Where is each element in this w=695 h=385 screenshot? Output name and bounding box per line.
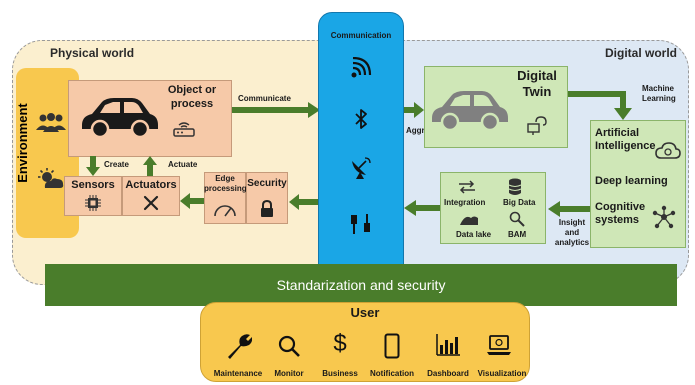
insight-arrow bbox=[548, 201, 590, 217]
sensors-label: Sensors bbox=[71, 179, 115, 191]
communicate-arrow bbox=[232, 102, 320, 118]
standardization-bar: Standarization and security bbox=[45, 264, 677, 306]
car-icon bbox=[82, 98, 158, 139]
cloud-sync-icon bbox=[527, 116, 547, 135]
wrench-icon bbox=[228, 334, 252, 359]
data-processing-box bbox=[440, 172, 546, 244]
gauge-icon bbox=[214, 205, 236, 217]
user-item-visualization: Visualization bbox=[477, 369, 527, 378]
edge-processing-box bbox=[204, 172, 246, 224]
search-icon bbox=[509, 211, 525, 227]
user-item-maintenance: Maintenance bbox=[213, 369, 263, 378]
user-item-monitor: Monitor bbox=[274, 369, 304, 378]
comm-to-security-arrow bbox=[289, 194, 319, 210]
aggregation-arrow bbox=[404, 102, 424, 118]
deep-learning-label: Deep learning bbox=[595, 175, 668, 187]
dashboard-icon bbox=[436, 334, 460, 356]
user-title: User bbox=[350, 305, 380, 320]
laptop-icon bbox=[487, 335, 511, 355]
communication-title: Communication bbox=[330, 31, 392, 40]
actuators-box bbox=[122, 176, 180, 216]
environment-label: Environment bbox=[15, 103, 30, 183]
phone-icon bbox=[384, 333, 400, 359]
machine-learning-label: Machine Learning bbox=[642, 84, 676, 103]
create-arrow bbox=[86, 156, 100, 176]
chip-icon bbox=[85, 195, 101, 211]
weather-icon bbox=[38, 168, 64, 188]
cognitive-systems-label: Cognitive systems bbox=[595, 201, 646, 226]
network-icon bbox=[652, 205, 676, 229]
monitor-search-icon bbox=[278, 335, 300, 357]
edge-to-actuators-arrow bbox=[180, 193, 204, 209]
bluetooth-icon bbox=[355, 109, 367, 129]
user-item-notification: Notification bbox=[370, 369, 414, 378]
edge-processing-label: Edge processing bbox=[204, 174, 247, 193]
database-icon bbox=[508, 178, 522, 195]
user-item-business: Business bbox=[322, 369, 358, 378]
create-label: Create bbox=[104, 160, 129, 169]
cloud-icon bbox=[655, 142, 681, 159]
digital-twin-label: Digital Twin bbox=[517, 68, 557, 99]
user-item-dashboard: Dashboard bbox=[427, 369, 469, 378]
security-label: Security bbox=[247, 178, 287, 189]
integration-label: Integration bbox=[444, 198, 486, 207]
bam-label: BAM bbox=[508, 230, 527, 239]
physical-world-title: Physical world bbox=[50, 46, 135, 60]
digital-world-title: Digital world bbox=[605, 46, 677, 60]
lock-icon bbox=[261, 200, 273, 217]
ai-label: Artificial Intelligence bbox=[595, 127, 656, 152]
satellite-dish-icon bbox=[352, 157, 371, 179]
data-lake-label: Data lake bbox=[456, 230, 492, 239]
actuate-arrow bbox=[143, 156, 157, 176]
actuate-label: Actuate bbox=[168, 160, 198, 169]
data-lake-icon bbox=[460, 216, 478, 225]
user-panel bbox=[200, 302, 530, 382]
people-icon bbox=[36, 113, 66, 132]
cable-icon bbox=[351, 214, 370, 234]
router-icon bbox=[173, 122, 195, 137]
big-data-label: Big Data bbox=[503, 198, 536, 207]
data-to-comm-arrow bbox=[404, 200, 440, 216]
tools-icon bbox=[143, 195, 159, 211]
integration-icon bbox=[459, 180, 475, 194]
actuators-label: Actuators bbox=[125, 179, 177, 191]
machine-learning-arrow bbox=[568, 91, 632, 120]
wifi-icon bbox=[351, 57, 372, 78]
digital-twin-car-icon bbox=[432, 91, 508, 132]
communication-panel bbox=[318, 12, 404, 280]
communicate-label: Communicate bbox=[238, 94, 291, 103]
dollar-icon: $ bbox=[333, 330, 347, 357]
insight-label: Insight and analytics bbox=[554, 218, 590, 247]
object-label: Object or process bbox=[167, 84, 217, 110]
